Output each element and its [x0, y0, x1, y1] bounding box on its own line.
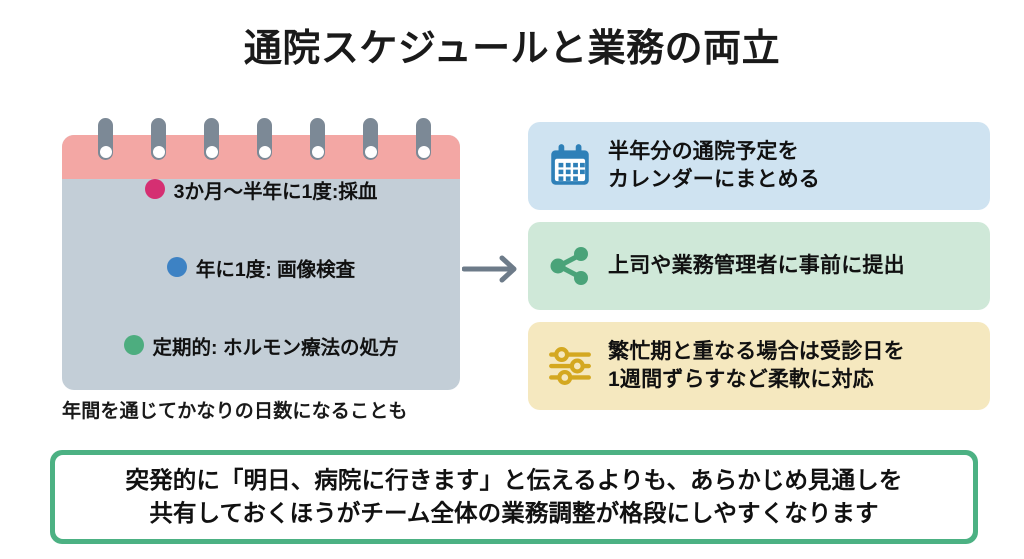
calendar-caption: 年間を通じてかなりの日数になることも — [62, 401, 408, 422]
sliders-icon — [542, 338, 598, 394]
calendar-body — [62, 135, 460, 390]
panel-line: カレンダーにまとめる — [608, 168, 820, 191]
panel-flexible-rescheduling[interactable]: 繁忙期と重なる場合は受診日を 1週間ずらすなど柔軟に対応 — [528, 322, 990, 410]
panel-line: 1週間ずらすなど柔軟に対応 — [608, 368, 874, 391]
panel-line: 繁忙期と重なる場合は受診日を — [608, 340, 905, 364]
summary-line-2: 共有しておくほうがチーム全体の業務調整が格段にしやすくなります — [149, 500, 879, 526]
summary-line-1: 突発的に「明日、病院に行きます」と伝えるよりも、あらかじめ見通しを — [125, 466, 903, 493]
panel-text: 半年分の通院予定を カレンダーにまとめる — [608, 138, 820, 193]
summary-callout-inner: 突発的に「明日、病院に行きます」と伝えるよりも、あらかじめ見通しを 共有しておく… — [55, 455, 973, 539]
action-panel-list: 半年分の通院予定を カレンダーにまとめる 上司や業務管理者に事前に提出 — [528, 122, 990, 422]
calendar-icon — [542, 138, 598, 194]
calendar-header-band — [62, 135, 460, 179]
flow-arrow-icon — [461, 252, 524, 286]
summary-callout: 突発的に「明日、病院に行きます」と伝えるよりも、あらかじめ見通しを 共有しておく… — [50, 450, 978, 544]
panel-submit-to-manager[interactable]: 上司や業務管理者に事前に提出 — [528, 222, 990, 310]
panel-text: 上司や業務管理者に事前に提出 — [608, 252, 905, 280]
panel-line: 半年分の通院予定を — [608, 140, 799, 164]
calendar-illustration: 3か月〜半年に1度:採血 年に1度: 画像検査 定期的: ホルモン療法の処方 — [62, 118, 460, 390]
panel-text: 繁忙期と重なる場合は受診日を 1週間ずらすなど柔軟に対応 — [608, 338, 905, 393]
panel-line: 上司や業務管理者に事前に提出 — [608, 254, 905, 278]
panel-consolidate-calendar[interactable]: 半年分の通院予定を カレンダーにまとめる — [528, 122, 990, 210]
share-icon — [542, 238, 598, 294]
page-title: 通院スケジュールと業務の両立 — [243, 28, 781, 70]
